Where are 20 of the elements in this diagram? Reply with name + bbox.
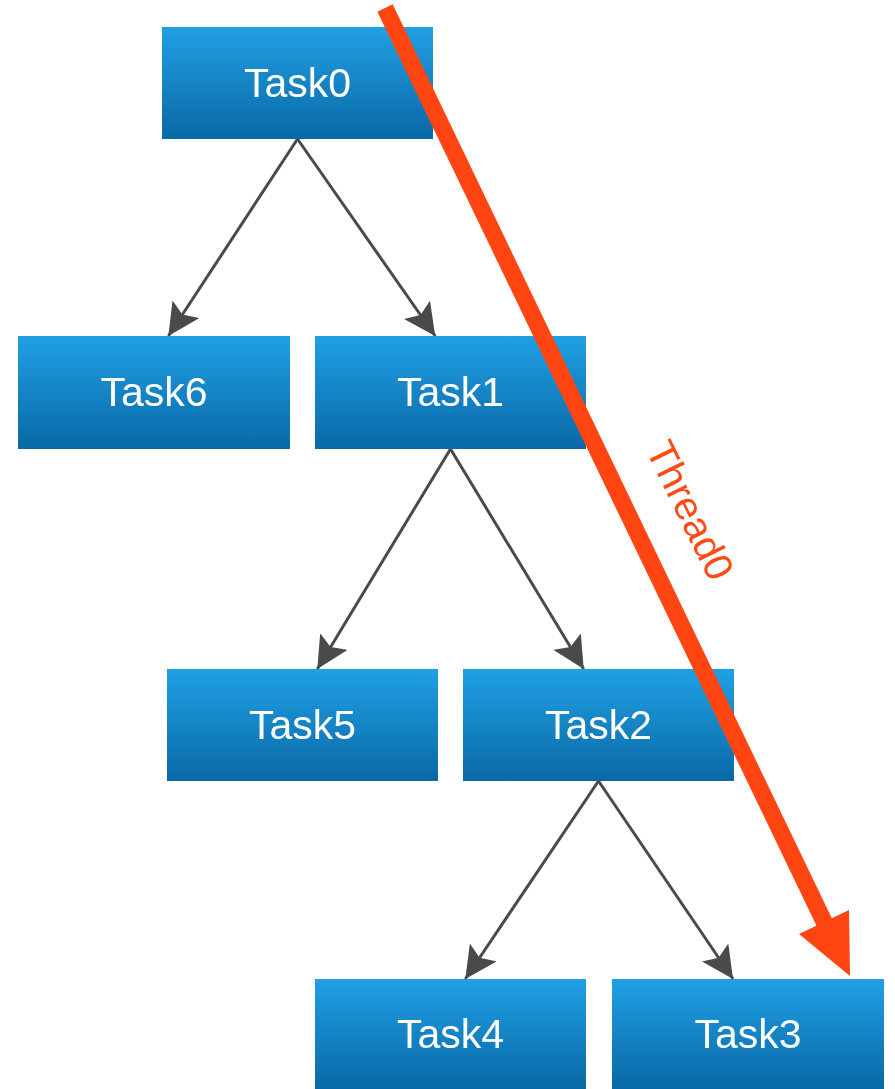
task-box: [315, 336, 586, 449]
task-box: [315, 979, 586, 1089]
arrow: [316, 448, 452, 670]
arrow: [464, 780, 600, 980]
task-box: [463, 669, 734, 781]
task-label: Task2: [544, 701, 653, 749]
task-label: Task5: [248, 701, 357, 749]
task-label: Task4: [396, 1010, 505, 1058]
task-label: Task0: [243, 59, 352, 107]
arrow: [597, 780, 735, 980]
task-label: Task3: [694, 1010, 802, 1058]
task-label: Task1: [396, 369, 505, 416]
task-box: [167, 669, 438, 781]
arrow: [296, 138, 437, 337]
task-box: [162, 27, 433, 139]
arrow: [167, 138, 299, 337]
task-label: Task6: [100, 369, 208, 416]
task-box: [612, 979, 884, 1089]
task-box: [18, 336, 290, 449]
arrow: [449, 448, 585, 670]
